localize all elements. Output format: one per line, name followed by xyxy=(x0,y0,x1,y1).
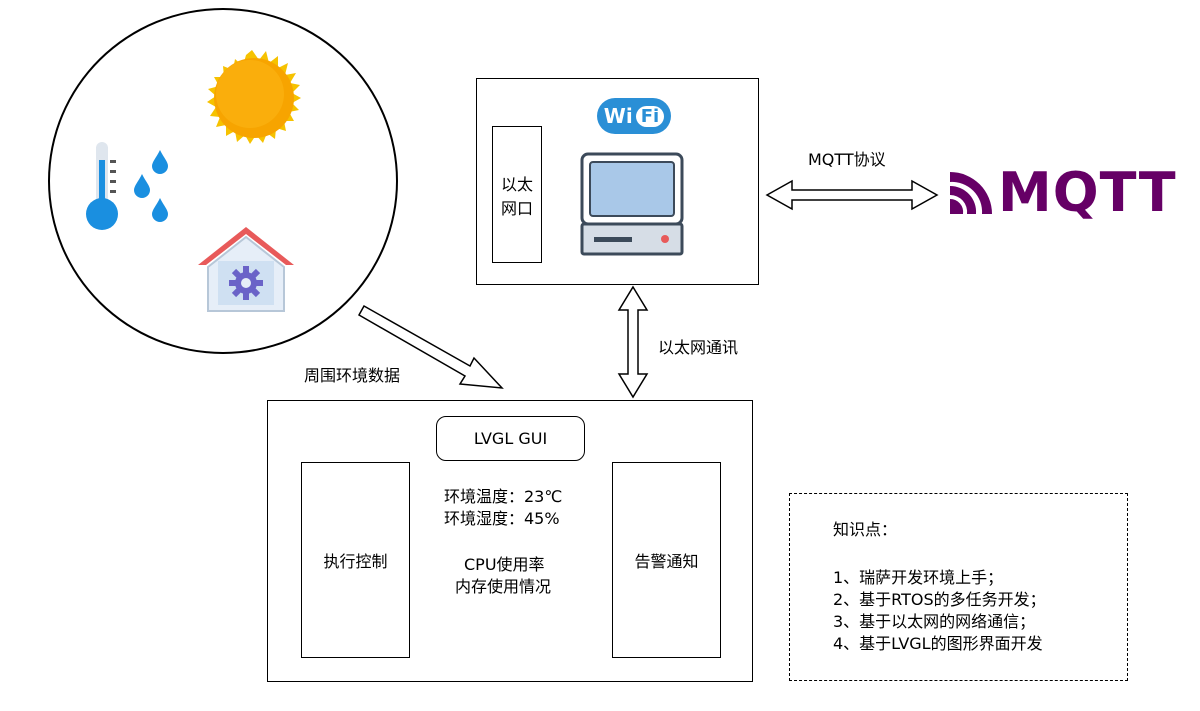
ethernet-comm-label: 以太网通讯 xyxy=(658,338,739,357)
mqtt-protocol-label: MQTT协议 xyxy=(808,150,886,169)
env-humidity-text: 环境湿度：45% xyxy=(444,509,560,528)
knowledge-title: 知识点： xyxy=(833,520,898,539)
water-drops-icon xyxy=(134,150,168,222)
actuator-control-label: 执行控制 xyxy=(323,552,388,571)
knowledge-item: 2、基于RTOS的多任务开发； xyxy=(833,590,1046,609)
environment-data-arrow xyxy=(357,304,504,389)
thermometer-icon xyxy=(86,142,118,230)
smart-home-icon xyxy=(198,227,294,312)
actuator-control-box: 执行控制 xyxy=(301,462,410,658)
mqtt-logo-icon xyxy=(950,172,992,214)
knowledge-item: 4、基于LVGL的图形界面开发 xyxy=(833,634,1043,653)
wifi-logo-left: Wi xyxy=(603,104,633,128)
memory-usage-text: 内存使用情况 xyxy=(455,577,552,596)
sun-icon xyxy=(207,50,301,144)
environment-circle xyxy=(48,8,398,354)
cpu-usage-text: CPU使用率 xyxy=(464,555,545,574)
ethernet-double-arrow xyxy=(617,285,649,399)
surrounding-data-label: 周围环境数据 xyxy=(304,366,401,385)
wifi-logo-icon: Wi Fi xyxy=(597,98,671,134)
alarm-notify-box: 告警通知 xyxy=(612,462,721,658)
ethernet-port-label-2: 网口 xyxy=(500,198,533,218)
knowledge-item: 3、基于以太网的网络通信； xyxy=(833,612,1036,631)
knowledge-box xyxy=(789,493,1128,681)
mqtt-logo-text: MQTT xyxy=(998,161,1177,224)
ethernet-port-label-1: 以太 xyxy=(500,174,533,194)
computer-icon xyxy=(580,152,684,256)
knowledge-item: 1、瑞萨开发环境上手； xyxy=(833,568,1004,587)
env-temp-text: 环境温度：23℃ xyxy=(444,487,563,506)
mqtt-double-arrow xyxy=(765,179,939,211)
ethernet-port-box: 以太 网口 xyxy=(492,126,542,263)
lvgl-gui-box: LVGL GUI xyxy=(436,416,585,461)
wifi-logo-right: Fi xyxy=(635,105,665,127)
lvgl-gui-title: LVGL GUI xyxy=(473,429,548,448)
alarm-notify-label: 告警通知 xyxy=(634,552,699,571)
